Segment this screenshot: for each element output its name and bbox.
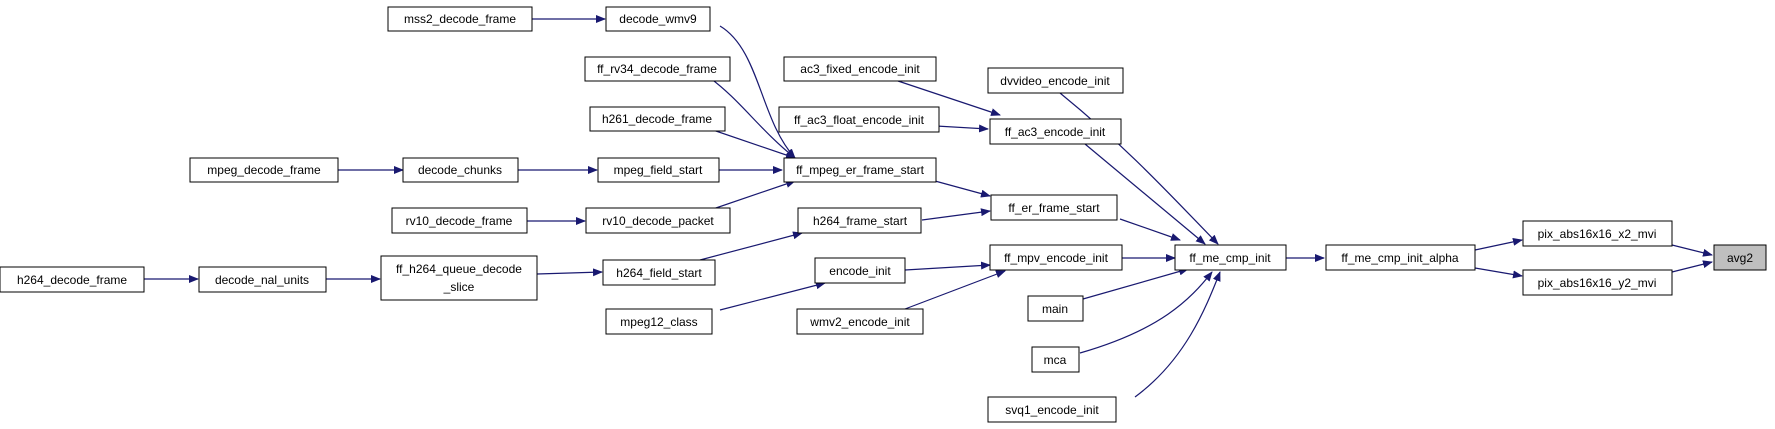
nodes-layer: mss2_decode_frame decode_wmv9 ff_rv34_de…: [0, 6, 1767, 423]
node-ff-ac3-encode-init[interactable]: ff_ac3_encode_init: [989, 118, 1122, 145]
node-mpeg-field-start[interactable]: mpeg_field_start: [597, 157, 720, 183]
edge-y2-to-avg2: [1671, 260, 1713, 273]
node-label-line1: ff_h264_queue_decode: [396, 262, 522, 276]
node-label: decode_chunks: [418, 163, 502, 177]
node-ff-er-frame-start[interactable]: ff_er_frame_start: [990, 194, 1118, 221]
edge-erframe-to-mecmp: [1119, 218, 1181, 241]
node-h264-field-start[interactable]: h264_field_start: [602, 259, 716, 286]
edge-wmv9-to-mpegerf: [719, 25, 796, 159]
node-ff-rv34-decode-frame[interactable]: ff_rv34_decode_frame: [584, 56, 731, 82]
edge-svq1-to-mecmp: [1134, 271, 1221, 398]
node-label: mpeg12_class: [620, 315, 697, 329]
edge-ac3float-to-ac3enc: [935, 124, 989, 133]
node-mpeg-decode-frame[interactable]: mpeg_decode_frame: [189, 157, 339, 183]
node-label: ff_er_frame_start: [1008, 201, 1100, 215]
edge-main-to-mecmp: [1082, 267, 1189, 300]
edge-wmv2-to-mpvenc: [904, 270, 1006, 310]
node-mca[interactable]: mca: [1031, 346, 1080, 373]
node-ac3-fixed-encode-init[interactable]: ac3_fixed_encode_init: [783, 56, 937, 82]
node-label: wmv2_encode_init: [809, 315, 910, 329]
node-mpeg12-class[interactable]: mpeg12_class: [605, 308, 713, 335]
node-mss2-decode-frame[interactable]: mss2_decode_frame: [387, 6, 533, 32]
edge-h264field-to-h264frame: [699, 231, 803, 261]
node-label: pix_abs16x16_x2_mvi: [1538, 227, 1657, 241]
node-svq1-encode-init[interactable]: svq1_encode_init: [987, 396, 1117, 423]
node-label: h261_decode_frame: [602, 112, 712, 126]
edge-alpha-to-x2: [1474, 237, 1523, 251]
node-rv10-decode-packet[interactable]: rv10_decode_packet: [585, 207, 731, 234]
node-ff-me-cmp-init[interactable]: ff_me_cmp_init: [1174, 244, 1287, 271]
node-decode-wmv9[interactable]: decode_wmv9: [605, 6, 711, 32]
node-wmv2-encode-init[interactable]: wmv2_encode_init: [796, 308, 924, 335]
node-encode-init[interactable]: encode_init: [814, 257, 906, 284]
node-label: h264_decode_frame: [17, 273, 127, 287]
node-ff-h264-queue-decode-slice[interactable]: ff_h264_queue_decode _slice: [380, 255, 538, 301]
node-label: h264_field_start: [616, 266, 702, 280]
node-avg2[interactable]: avg2: [1713, 244, 1767, 271]
node-label: ff_me_cmp_init_alpha: [1341, 251, 1459, 265]
edge-h264frame-to-erframe: [921, 208, 991, 221]
node-ff-me-cmp-init-alpha[interactable]: ff_me_cmp_init_alpha: [1325, 244, 1476, 271]
node-label: ff_mpv_encode_init: [1004, 251, 1109, 265]
node-rv10-decode-frame[interactable]: rv10_decode_frame: [391, 207, 528, 234]
node-h264-decode-frame[interactable]: h264_decode_frame: [0, 266, 145, 293]
node-label: mpeg_decode_frame: [207, 163, 321, 177]
node-pix-abs16x16-x2-mvi[interactable]: pix_abs16x16_x2_mvi: [1522, 220, 1673, 247]
node-decode-chunks[interactable]: decode_chunks: [402, 157, 519, 183]
node-label: h264_frame_start: [813, 214, 908, 228]
node-label: mca: [1044, 353, 1067, 367]
node-ff-mpeg-er-frame-start[interactable]: ff_mpeg_er_frame_start: [783, 157, 937, 183]
edge-rv10packet-to-mpegerf: [709, 180, 796, 211]
node-label: ff_rv34_decode_frame: [597, 62, 717, 76]
edge-ac3fixed-to-ac3enc: [897, 80, 1001, 116]
node-label: ff_ac3_float_encode_init: [794, 113, 925, 127]
node-label: mpeg_field_start: [614, 163, 703, 177]
edge-mpegerf-to-erframe: [934, 180, 991, 198]
edge-alpha-to-y2: [1474, 267, 1523, 279]
node-label: svq1_encode_init: [1005, 403, 1099, 417]
node-label: ac3_fixed_encode_init: [800, 62, 920, 76]
node-label: dvvideo_encode_init: [1000, 74, 1110, 88]
edges-layer: [144, 15, 1713, 398]
node-label: pix_abs16x16_y2_mvi: [1538, 276, 1657, 290]
node-label: encode_init: [829, 264, 891, 278]
node-label: mss2_decode_frame: [404, 12, 516, 26]
node-label: rv10_decode_packet: [602, 214, 714, 228]
edge-queue-to-h264field: [536, 268, 603, 277]
node-ff-mpv-encode-init[interactable]: ff_mpv_encode_init: [989, 244, 1123, 271]
node-main[interactable]: main: [1027, 295, 1084, 322]
node-label: avg2: [1727, 251, 1753, 265]
node-label: decode_nal_units: [215, 273, 309, 287]
node-h264-frame-start[interactable]: h264_frame_start: [797, 207, 922, 234]
node-dvvideo-encode-init[interactable]: dvvideo_encode_init: [987, 67, 1124, 94]
node-decode-nal-units[interactable]: decode_nal_units: [198, 266, 327, 293]
edge-rv34-to-mpegerf: [709, 77, 796, 159]
edge-encinit-to-mpvenc: [904, 261, 991, 271]
edge-ac3enc-to-mecmp: [1084, 143, 1206, 245]
node-h261-decode-frame[interactable]: h261_decode_frame: [589, 106, 726, 132]
node-pix-abs16x16-y2-mvi[interactable]: pix_abs16x16_y2_mvi: [1522, 269, 1673, 296]
node-label: ff_mpeg_er_frame_start: [796, 163, 925, 177]
node-label: ff_ac3_encode_init: [1005, 125, 1106, 139]
node-label: decode_wmv9: [619, 12, 697, 26]
node-ff-ac3-float-encode-init[interactable]: ff_ac3_float_encode_init: [778, 106, 940, 133]
edge-mca-to-mecmp: [1079, 271, 1213, 354]
edge-x2-to-avg2: [1671, 244, 1713, 257]
edge-mpeg12-to-encinit: [719, 281, 826, 311]
node-label: rv10_decode_frame: [406, 214, 513, 228]
node-label: main: [1042, 302, 1068, 316]
edge-dvvideo-to-mecmp: [1059, 92, 1219, 245]
edge-h261-to-mpegerf: [709, 128, 796, 159]
node-label: ff_me_cmp_init: [1189, 251, 1271, 265]
node-label-line2: _slice: [443, 280, 475, 294]
